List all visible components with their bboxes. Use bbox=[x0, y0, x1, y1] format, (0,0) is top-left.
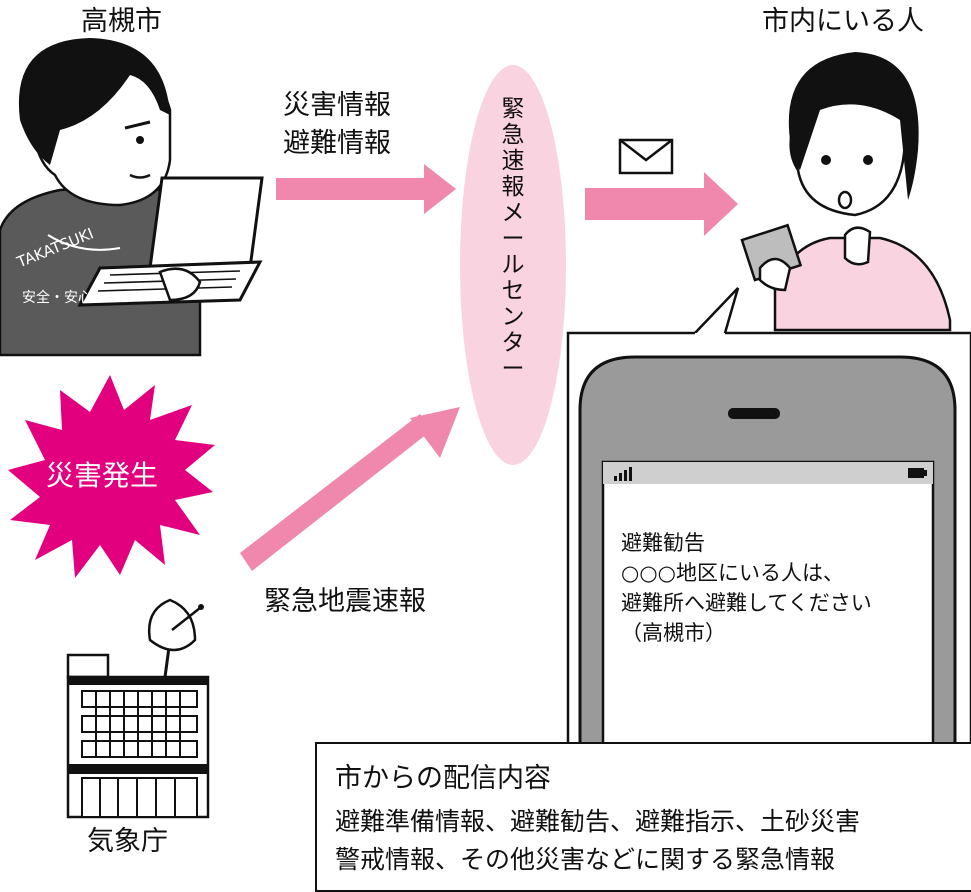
city-label: 高槻市 bbox=[81, 6, 162, 37]
delivery-content-title: 市からの配信内容 bbox=[335, 763, 551, 794]
battery-icon bbox=[908, 468, 924, 478]
residents-label: 市内にいる人 bbox=[762, 6, 924, 37]
mail-center-label: 緊急速報メールセンター bbox=[501, 96, 525, 382]
arrow-center-to-residents bbox=[585, 172, 738, 236]
phone-message-line: 避難所へ避難してください bbox=[621, 591, 872, 615]
signal-icon bbox=[614, 467, 632, 481]
delivery-content-line: 避難準備情報、避難勧告、避難指示、土砂災害 bbox=[335, 807, 861, 836]
delivery-content-box: 市からの配信内容 避難準備情報、避難勧告、避難指示、土砂災害 警戒情報、その他災… bbox=[315, 742, 971, 892]
disaster-event-label: 災害発生 bbox=[46, 459, 159, 492]
smartphone-icon bbox=[578, 355, 957, 752]
badge-line2: 安全・安心 bbox=[22, 290, 92, 306]
laptop-icon bbox=[77, 176, 264, 307]
arrow-city-to-center bbox=[276, 164, 456, 214]
phone-message: 避難勧告 ○○○地区にいる人は、 避難所へ避難してください （高槻市） bbox=[621, 528, 872, 648]
satellite-dish-icon bbox=[147, 598, 204, 678]
mail-center-ellipse bbox=[460, 65, 566, 465]
resident-figure bbox=[740, 52, 952, 332]
phone-message-line: （高槻市） bbox=[621, 621, 726, 645]
evac-info-label: 避難情報 bbox=[283, 128, 391, 159]
agency-label: 気象庁 bbox=[87, 826, 168, 857]
arrow-agency-to-center bbox=[240, 407, 460, 571]
phone-message-line: 避難勧告 bbox=[621, 531, 705, 555]
envelope-icon bbox=[618, 138, 674, 175]
delivery-content-line: 警戒情報、その他災害などに関する緊急情報 bbox=[335, 845, 836, 874]
quake-alert-label: 緊急地震速報 bbox=[264, 586, 426, 617]
building-icon bbox=[66, 653, 210, 819]
city-officer-figure bbox=[0, 38, 202, 357]
disaster-burst bbox=[8, 375, 215, 578]
phone-message-line: ○○○地区にいる人は、 bbox=[621, 561, 844, 585]
disaster-info-label: 災害情報 bbox=[283, 90, 391, 121]
